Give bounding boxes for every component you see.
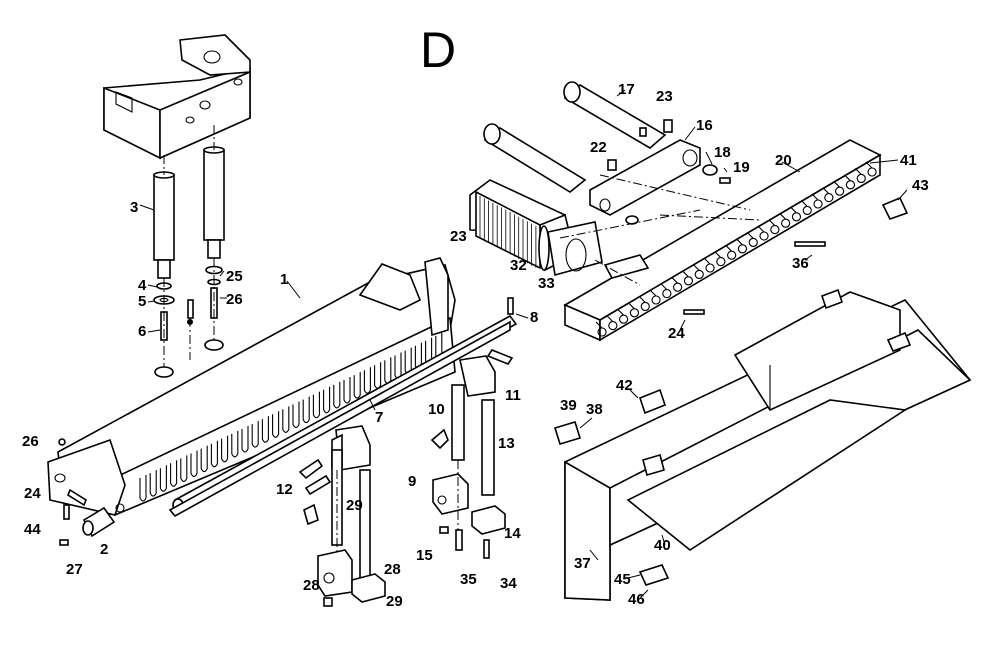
callout-35: 35 [460,571,477,588]
lift-assembly-left [298,425,386,607]
tray [553,288,972,601]
callout-7: 7 [375,409,383,426]
callout-3: 3 [130,199,138,216]
callout-46: 46 [628,591,645,608]
motor [469,179,603,277]
callout-26-top: 26 [226,291,243,308]
bracket-and-rods [483,81,731,225]
callout-23: 23 [450,228,467,245]
callout-20: 20 [775,152,792,169]
callout-labels: 3 4 5 6 25 26 1 8 7 26 24 44 2 27 12 29 … [22,81,929,610]
guide-rod-right [203,146,225,259]
callout-11: 11 [505,387,521,404]
callout-15: 15 [416,547,433,564]
callout-29: 29 [386,593,403,610]
callout-41: 41 [900,152,917,169]
leader-lines [139,89,908,599]
callout-13: 13 [498,435,515,452]
callout-34: 34 [500,575,517,592]
callout-6: 6 [138,323,146,340]
callout-26-left: 26 [22,433,39,450]
callout-42: 42 [616,377,633,394]
callout-9: 9 [408,473,416,490]
callout-39: 39 [560,397,577,414]
callout-44: 44 [24,521,41,538]
callout-18: 18 [714,144,731,161]
callout-19: 19 [733,159,750,176]
callout-31: 29 [346,497,363,514]
callout-17: 17 [618,81,635,98]
callout-33: 33 [538,275,555,292]
callout-10: 10 [428,401,445,418]
callout-21: 22 [590,139,607,156]
callout-37: 37 [574,555,591,572]
callout-16: 16 [696,117,713,134]
long-rod [168,297,518,518]
callout-24-right: 24 [668,325,685,342]
callout-25: 25 [226,268,243,285]
peg-bar [563,139,909,342]
callout-27: 27 [66,561,83,578]
callout-5: 5 [138,293,146,310]
callout-28: 28 [303,577,320,594]
callout-32: 32 [510,257,527,274]
comb-bar [47,257,456,517]
callout-43: 43 [912,177,929,194]
washers-and-screws-left [153,258,223,370]
callout-8: 8 [530,309,538,326]
callout-2: 2 [100,541,108,558]
section-title: D [420,22,456,78]
callout-1: 1 [280,271,288,288]
callout-22: 23 [656,88,673,105]
callout-38: 38 [586,401,603,418]
callout-40: 40 [654,537,671,554]
callout-14: 14 [504,525,521,542]
callout-36: 36 [792,255,809,272]
guide-rod-left [153,171,175,279]
callout-45: 45 [614,571,631,588]
end-pin-group [58,438,116,546]
mounting-block [103,34,251,160]
callout-4: 4 [138,277,147,294]
callout-12: 12 [276,481,293,498]
callout-30: 28 [384,561,401,578]
callout-24-left: 24 [24,485,41,502]
lift-assembly-right [430,349,514,559]
